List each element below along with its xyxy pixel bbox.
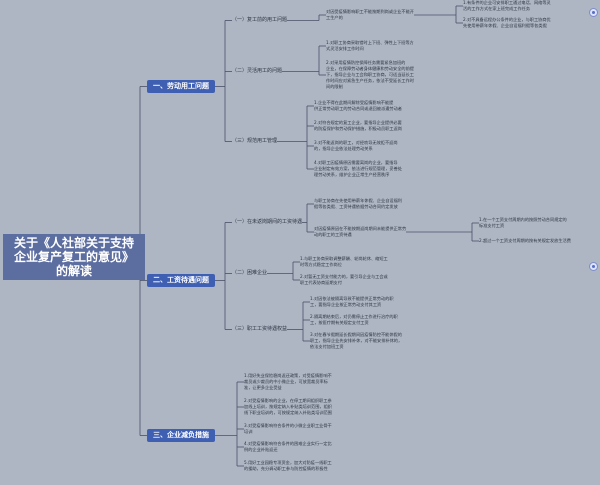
leaf-node[interactable]: 1.对因依法被隔离导致不能提供正常劳动的职工，要指导企业按正常劳动支付其工资 — [310, 296, 394, 307]
expand-toggle-icon[interactable] — [589, 262, 598, 271]
leaf-node[interactable]: 2.对符合规定的复工企业，要指导企业提供必要的防疫保护和劳动保护措施，积极动员职… — [314, 120, 402, 131]
branch-labor-employment[interactable]: 一、劳动用工问题 — [147, 80, 215, 93]
leaf-node[interactable]: 2.超过一个工资支付周期的按有关规定发放生活费 — [479, 238, 571, 243]
leaf-node[interactable]: 3.对受疫情影响符合条件的小微企业职工业骨干培训 — [244, 423, 332, 434]
leaf-node[interactable]: 3.对在春节假期延长假期间因疫情防控不能休假的职工，指导企业先安排补休，对不能安… — [310, 332, 403, 349]
root-title-line2: 企业复产复工的意见》 — [13, 250, 134, 264]
leaf-node[interactable]: 2.隔离期结束后，对仍需停止工作进行治疗的职工，按医疗期有关规定支付工资 — [310, 314, 398, 325]
root-title-line1: 关于《人社部关于支持 — [13, 236, 134, 250]
leaf-node[interactable]: 1.对职工协商采取错时上下班、弹性上下班等方式灵活安排工作时间 — [326, 40, 414, 51]
leaf-node[interactable]: 5.用好工业园稳专项资金，加大对防疫一线职工的援助，充分调动职工参与防控疫情的积… — [244, 460, 332, 471]
leaf-node[interactable]: 2.对受疫情影响的企业，在停工期间组织职工参加线上培训，按规定纳入补贴类培训范围… — [244, 398, 332, 415]
leaf-node[interactable]: 对因疫情原因在不能按期返岗期间未能提供正常劳动的职工的工资待遇 — [314, 226, 407, 237]
leaf-node[interactable]: 1.企业不得在此期间解除受疫情影响不能提供正常劳动职工的劳动合同或退回被派遣劳动… — [314, 100, 402, 111]
leaf-node[interactable]: 2.对采用疫情防控保障任务需要紧急加班的企业，在保障劳动者身体健康和劳动安全的前… — [326, 60, 414, 89]
leaf-node[interactable]: 对因受疫情影响职工不能按期到岗或企业不能开工生产的 — [326, 9, 414, 20]
sub-topic-employment-management[interactable]: （三）规范用工管理 — [232, 138, 278, 144]
leaf-node[interactable]: 4.对受疫情影响符合条件的困难企业实行一定比例的企业补贴返还 — [244, 441, 332, 452]
root-topic[interactable]: 关于《人社部关于支持 企业复产复工的意见》 的解读 — [3, 234, 145, 280]
branch-burden-reduction[interactable]: 三、企业减负措施 — [147, 429, 215, 442]
leaf-node[interactable]: 1.与职工协商采取调整薪酬、轮岗轮休、缩短工时等方式稳定工作岗位 — [300, 256, 388, 267]
expand-toggle-icon[interactable] — [589, 8, 598, 17]
leaf-node[interactable]: 2.对暂无工资支付能力的，要引导企业与工会或职工代表协商延期支付 — [300, 274, 388, 285]
leaf-node[interactable]: 与职工协商在先使用带薪年休假、企业自设福利假等各类假、工资待遇依据劳动合同约定发… — [314, 198, 402, 209]
leaf-node[interactable]: 1.有条件的企业可安排职工通过电话、网络等灵活的工作方式在家上班完成工作任务 — [463, 0, 551, 11]
leaf-node[interactable]: 1.用好失业保险稳岗返还政策，对受疫情影响不裁员或少裁员的中小微企业，可放宽裁员… — [244, 373, 332, 390]
sub-topic-wage-rights[interactable]: （三）职工工资待遇权益 — [232, 326, 288, 332]
leaf-node[interactable]: 1.在一个工资支付周期内的按照劳动合同规定的标准支付工资 — [479, 217, 567, 228]
leaf-node[interactable]: 4.对职工因疫情原因需要离岗的企业，要指导企业制定有效方案，依法进行规范管理，妥… — [314, 160, 402, 177]
sub-topic-struggling-enterprises[interactable]: （二）困难企业 — [232, 270, 268, 276]
root-title-line3: 的解读 — [55, 264, 92, 278]
sub-topic-flexible-employment[interactable]: （二）灵活用工的问题 — [232, 68, 283, 74]
sub-topic-wages-before-return[interactable]: （一）在未返岗期间的工资待遇 — [232, 219, 303, 225]
leaf-node[interactable]: 3.对不能返岗的职工，对经劝导无效拒不返岗的，指导企业依法处理劳动关系 — [314, 140, 398, 151]
sub-topic-pre-return[interactable]: （一）复工前的用工问题 — [232, 17, 288, 23]
leaf-node[interactable]: 2.对不具备远程办公条件的企业，与职工协商优先使用带薪年休假、企业自设福利假等各… — [463, 17, 551, 28]
branch-wage-treatment[interactable]: 二、工资待遇问题 — [147, 274, 215, 287]
